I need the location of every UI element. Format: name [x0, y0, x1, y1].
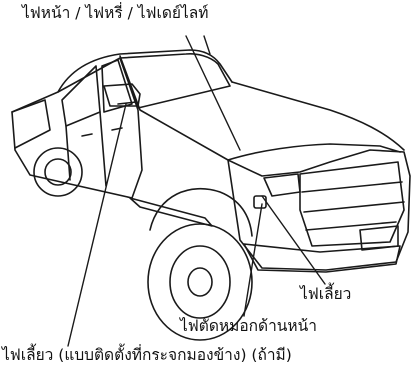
fog-lamp	[253, 195, 267, 209]
door-line	[99, 111, 107, 187]
leader-turn-signal	[261, 195, 326, 285]
callout-front-fog: ไฟตัดหมอกด้านหน้า	[180, 317, 317, 335]
license-plate	[359, 225, 399, 251]
rear-wheel-hub	[44, 158, 72, 186]
front-wheel	[147, 223, 253, 341]
door-handle	[81, 133, 93, 137]
leader-front-fog	[243, 203, 263, 317]
callout-turn-signal: ไฟเลี้ยว	[300, 285, 352, 303]
hood-top	[119, 55, 401, 161]
front-wheel-rim	[169, 245, 231, 319]
mirror-turn-lamp	[117, 101, 137, 105]
grille-bar	[305, 221, 397, 231]
bed-rail	[11, 99, 51, 149]
headlamp	[263, 173, 301, 197]
running-board	[129, 197, 213, 227]
rear-wheel	[33, 147, 83, 197]
rear-door-window	[61, 65, 101, 127]
hood-edge	[231, 81, 405, 151]
door-line	[65, 125, 71, 181]
callout-mirror-turn-signal: ไฟเลี้ยว (แบบติดตั้งที่กระจกมองข้าง) (ถ้…	[2, 346, 292, 364]
front-door-window	[101, 59, 133, 113]
leader-headlights	[185, 35, 241, 151]
grille-bar	[303, 201, 405, 213]
leader-headlights	[203, 35, 211, 55]
front-wheel-arch	[149, 188, 253, 237]
truck-side-body	[11, 57, 143, 199]
bumper	[243, 243, 401, 273]
grille-bar	[301, 181, 403, 193]
callout-headlights: ไฟหน้า / ไฟหรี่ / ไฟเดย์ไลท์	[22, 4, 209, 22]
cab-roof	[57, 49, 233, 93]
side-mirror	[103, 83, 141, 107]
front-fascia	[227, 149, 411, 271]
leader-mirror-turn	[67, 103, 127, 347]
front-wheel-hub	[187, 267, 213, 297]
windshield	[119, 53, 231, 109]
grille	[299, 161, 405, 247]
